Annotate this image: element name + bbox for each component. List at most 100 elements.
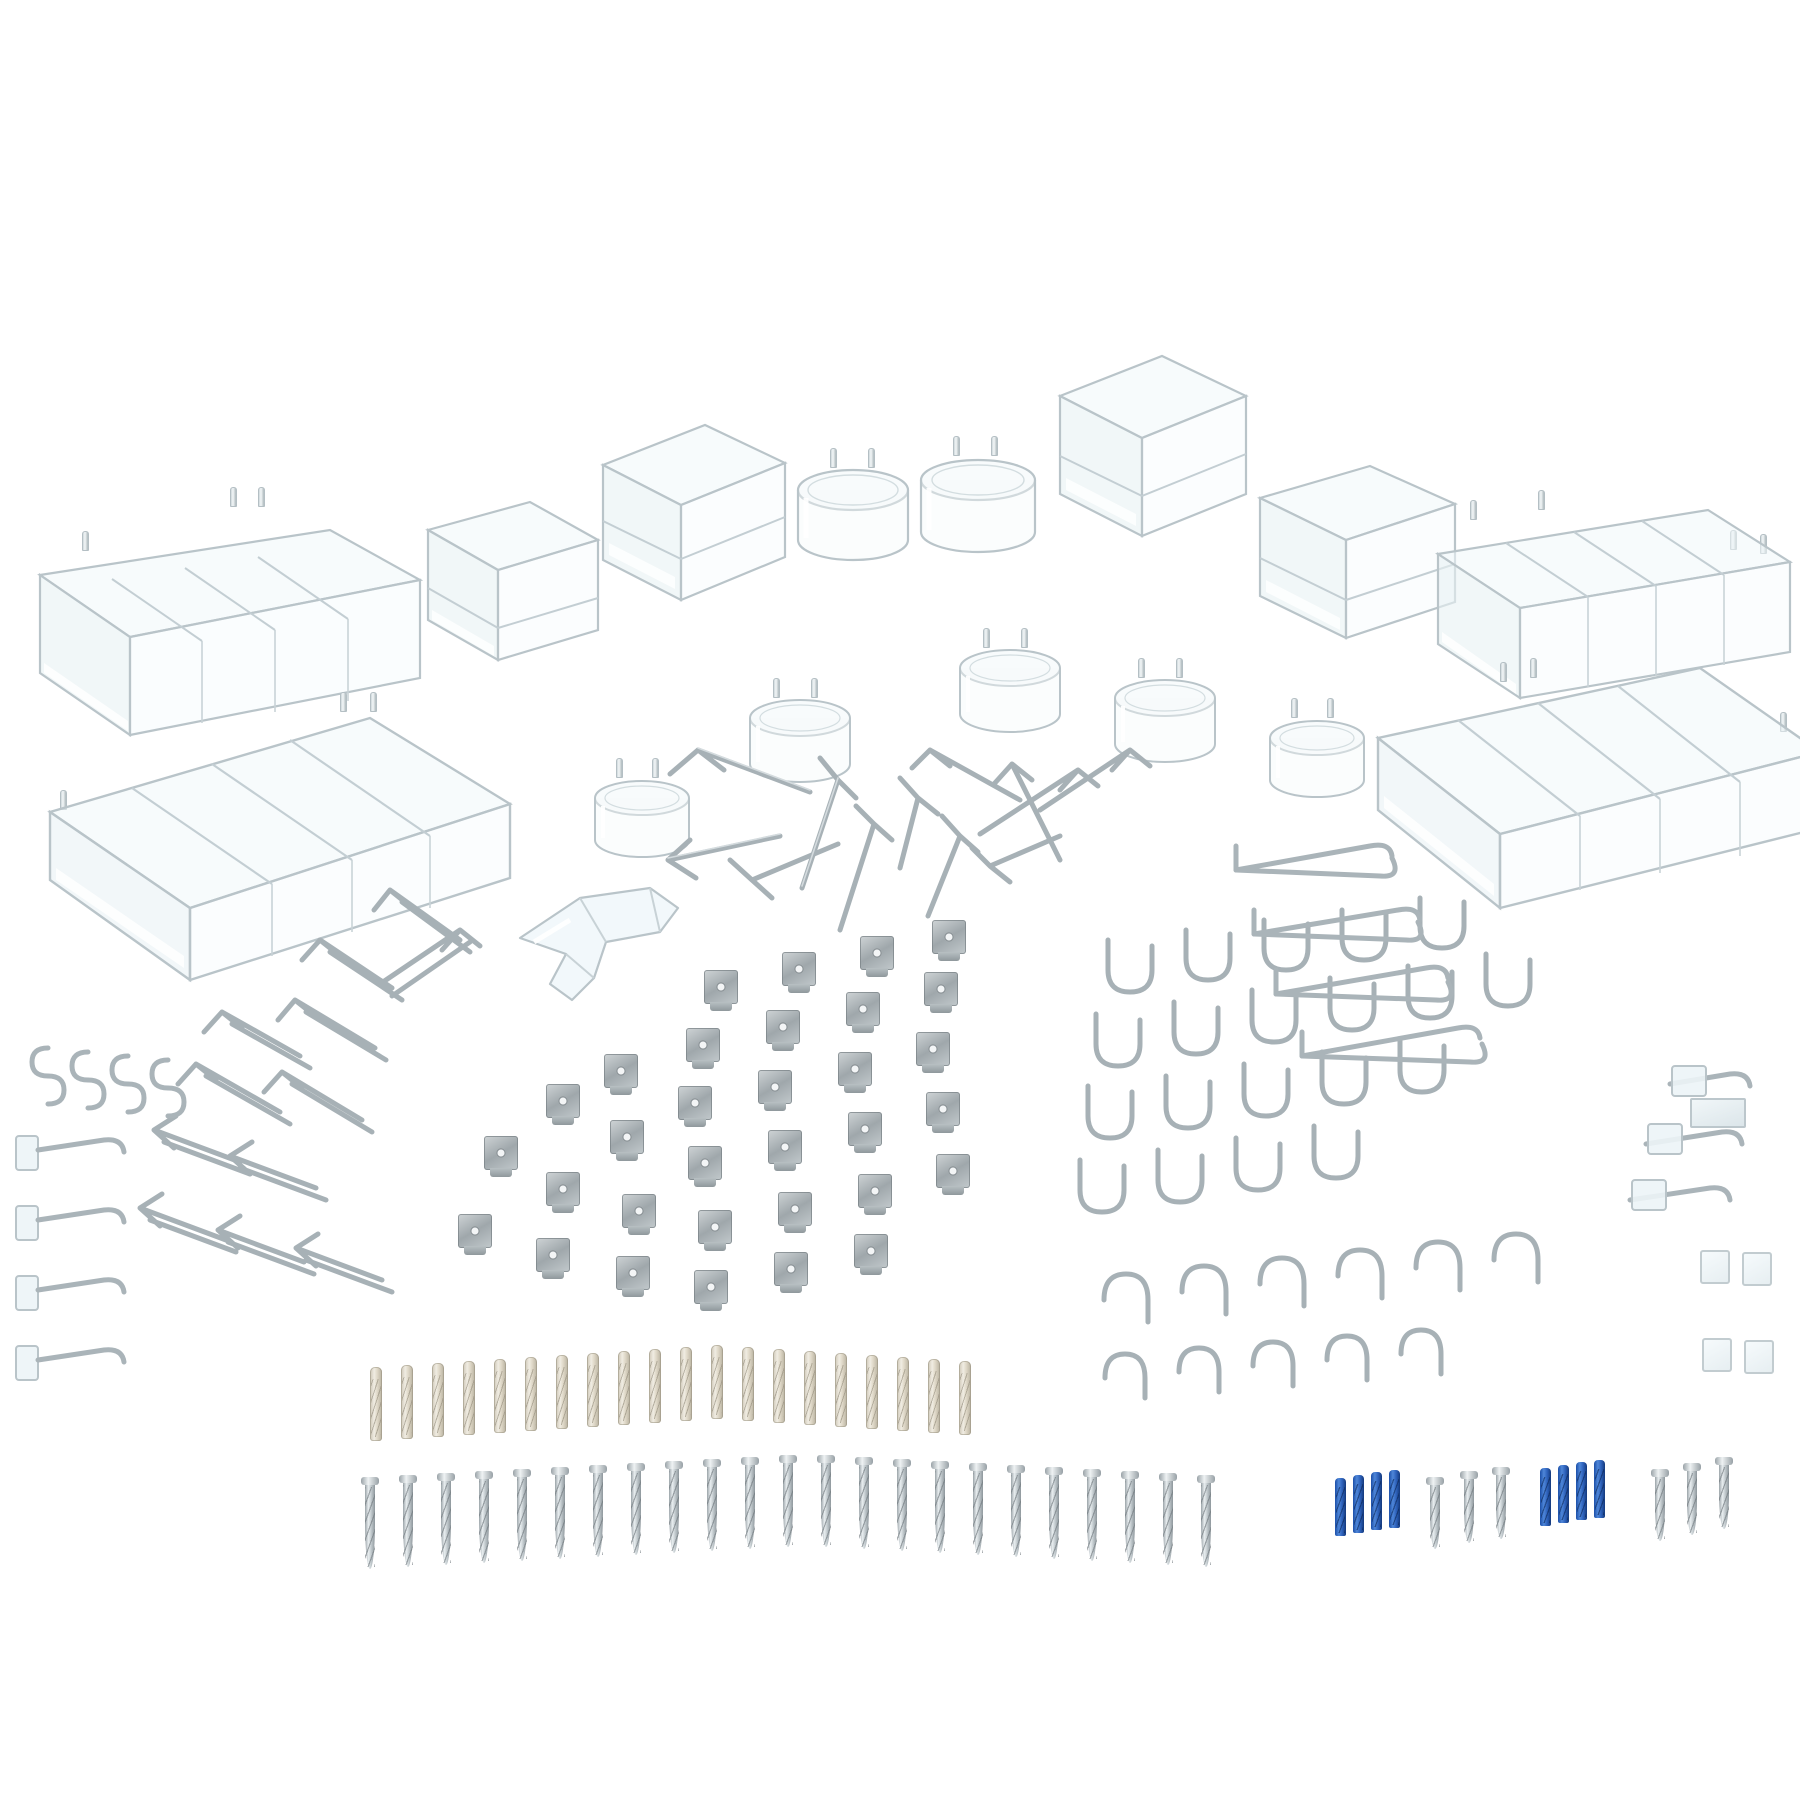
bin-peg	[868, 448, 875, 468]
mounting-screw	[931, 1461, 949, 1553]
four-compartment-tray-bin-lower-right	[1370, 658, 1800, 990]
short-screw	[1683, 1463, 1701, 1535]
u-hooks-lower	[1102, 1327, 1444, 1401]
bin-peg	[370, 692, 377, 712]
round-cup-bin-b	[915, 436, 1045, 580]
short-screw	[1426, 1477, 1444, 1549]
metal-spring-clip	[766, 1010, 800, 1051]
four-compartment-long-bin-right-top	[1430, 490, 1800, 720]
bin-peg	[258, 487, 265, 507]
metal-spring-clip	[688, 1146, 722, 1187]
single-tall-bin-upper-center-left	[595, 423, 795, 625]
short-screw	[1460, 1471, 1478, 1543]
wall-anchor	[928, 1359, 940, 1433]
metal-spring-clip	[774, 1252, 808, 1293]
metal-spring-clip	[858, 1174, 892, 1215]
mounting-screw	[589, 1465, 607, 1557]
wall-anchor	[432, 1363, 444, 1437]
blue-wall-anchor	[1389, 1470, 1400, 1528]
metal-spring-clip	[846, 992, 880, 1033]
bin-peg	[230, 487, 237, 507]
metal-spring-clip	[678, 1086, 712, 1127]
mounting-screw	[969, 1463, 987, 1555]
short-screw	[1651, 1469, 1669, 1541]
bin-peg	[773, 678, 780, 698]
bin-body	[1057, 354, 1249, 538]
bin-body	[1256, 464, 1459, 640]
locking-clips	[15, 1135, 127, 1381]
mounting-screw	[817, 1455, 835, 1547]
metal-spring-clip	[610, 1120, 644, 1161]
bin-peg	[811, 678, 818, 698]
mounting-screw	[741, 1457, 759, 1549]
clear-plastic-clip	[1742, 1252, 1772, 1286]
bin-peg	[1176, 658, 1183, 678]
wall-anchor	[742, 1347, 754, 1421]
short-screw-group-right	[1651, 1455, 1745, 1555]
wall-anchor	[494, 1359, 506, 1433]
mounting-screw	[513, 1469, 531, 1561]
metal-spring-clip	[778, 1192, 812, 1233]
bin-body	[1269, 720, 1365, 798]
mounting-screw	[361, 1477, 379, 1569]
metal-spring-clip	[848, 1112, 882, 1153]
bin-body	[1375, 666, 1800, 911]
mounting-screw	[627, 1463, 645, 1555]
mounting-screw	[1121, 1471, 1139, 1563]
blue-anchor-group-left	[1335, 1470, 1405, 1550]
mounting-screw	[1083, 1469, 1101, 1561]
metal-clip-grid	[458, 920, 1110, 1320]
mounting-screw	[475, 1471, 493, 1563]
single-deep-bin-upper-left	[420, 500, 610, 690]
metal-spring-clip	[616, 1256, 650, 1297]
bin-body	[1435, 508, 1794, 701]
round-cup-bin-e	[1110, 658, 1225, 795]
bin-peg	[953, 436, 960, 456]
short-screw-group-center	[1426, 1465, 1510, 1565]
wall-anchor	[370, 1367, 382, 1441]
round-cup-bin-c	[955, 628, 1070, 765]
metal-spring-clip	[838, 1052, 872, 1093]
metal-spring-clip	[546, 1084, 580, 1125]
clear-plastic-clip	[1702, 1338, 1732, 1372]
mounting-screw	[779, 1455, 797, 1547]
metal-spring-clip	[924, 972, 958, 1013]
wall-anchor	[680, 1347, 692, 1421]
wall-anchor	[866, 1355, 878, 1429]
bin-body	[959, 649, 1061, 733]
clear-plastic-clip	[1700, 1250, 1730, 1284]
metal-spring-clip	[458, 1214, 492, 1255]
double-prong-hooks	[137, 887, 483, 1295]
single-straight-hook-group	[660, 740, 1220, 990]
four-compartment-long-bin-left	[30, 487, 424, 745]
locking-clips-right	[1627, 1065, 1753, 1211]
single-straight-hooks	[665, 747, 1153, 933]
short-screw	[1492, 1467, 1510, 1539]
u-hooks	[1101, 1231, 1541, 1325]
bin-body	[47, 716, 513, 983]
bin-body	[919, 458, 1037, 554]
bin-peg	[616, 758, 623, 778]
bin-peg	[1538, 490, 1545, 510]
blue-wall-anchor	[1576, 1462, 1587, 1520]
screw-row	[361, 1455, 1235, 1575]
wall-anchor	[556, 1355, 568, 1429]
bin-peg	[983, 628, 990, 648]
metal-spring-clip	[916, 1032, 950, 1073]
metal-spring-clip	[604, 1054, 638, 1095]
bin-peg	[1291, 698, 1298, 718]
metal-spring-clip	[704, 970, 738, 1011]
metal-spring-clip	[686, 1028, 720, 1069]
metal-spring-clip	[536, 1238, 570, 1279]
bin-peg	[1138, 658, 1145, 678]
wall-anchor	[773, 1349, 785, 1423]
round-cup-bin-a	[790, 448, 920, 590]
wall-anchor	[463, 1361, 475, 1435]
clear-plastic-clip	[1744, 1340, 1774, 1374]
metal-spring-clip	[484, 1136, 518, 1177]
mounting-screw	[665, 1461, 683, 1553]
u-hook-row	[1090, 1231, 1550, 1370]
spray-gun-holder	[510, 880, 690, 1010]
blue-wall-anchor	[1353, 1475, 1364, 1533]
metal-spring-clip	[854, 1234, 888, 1275]
